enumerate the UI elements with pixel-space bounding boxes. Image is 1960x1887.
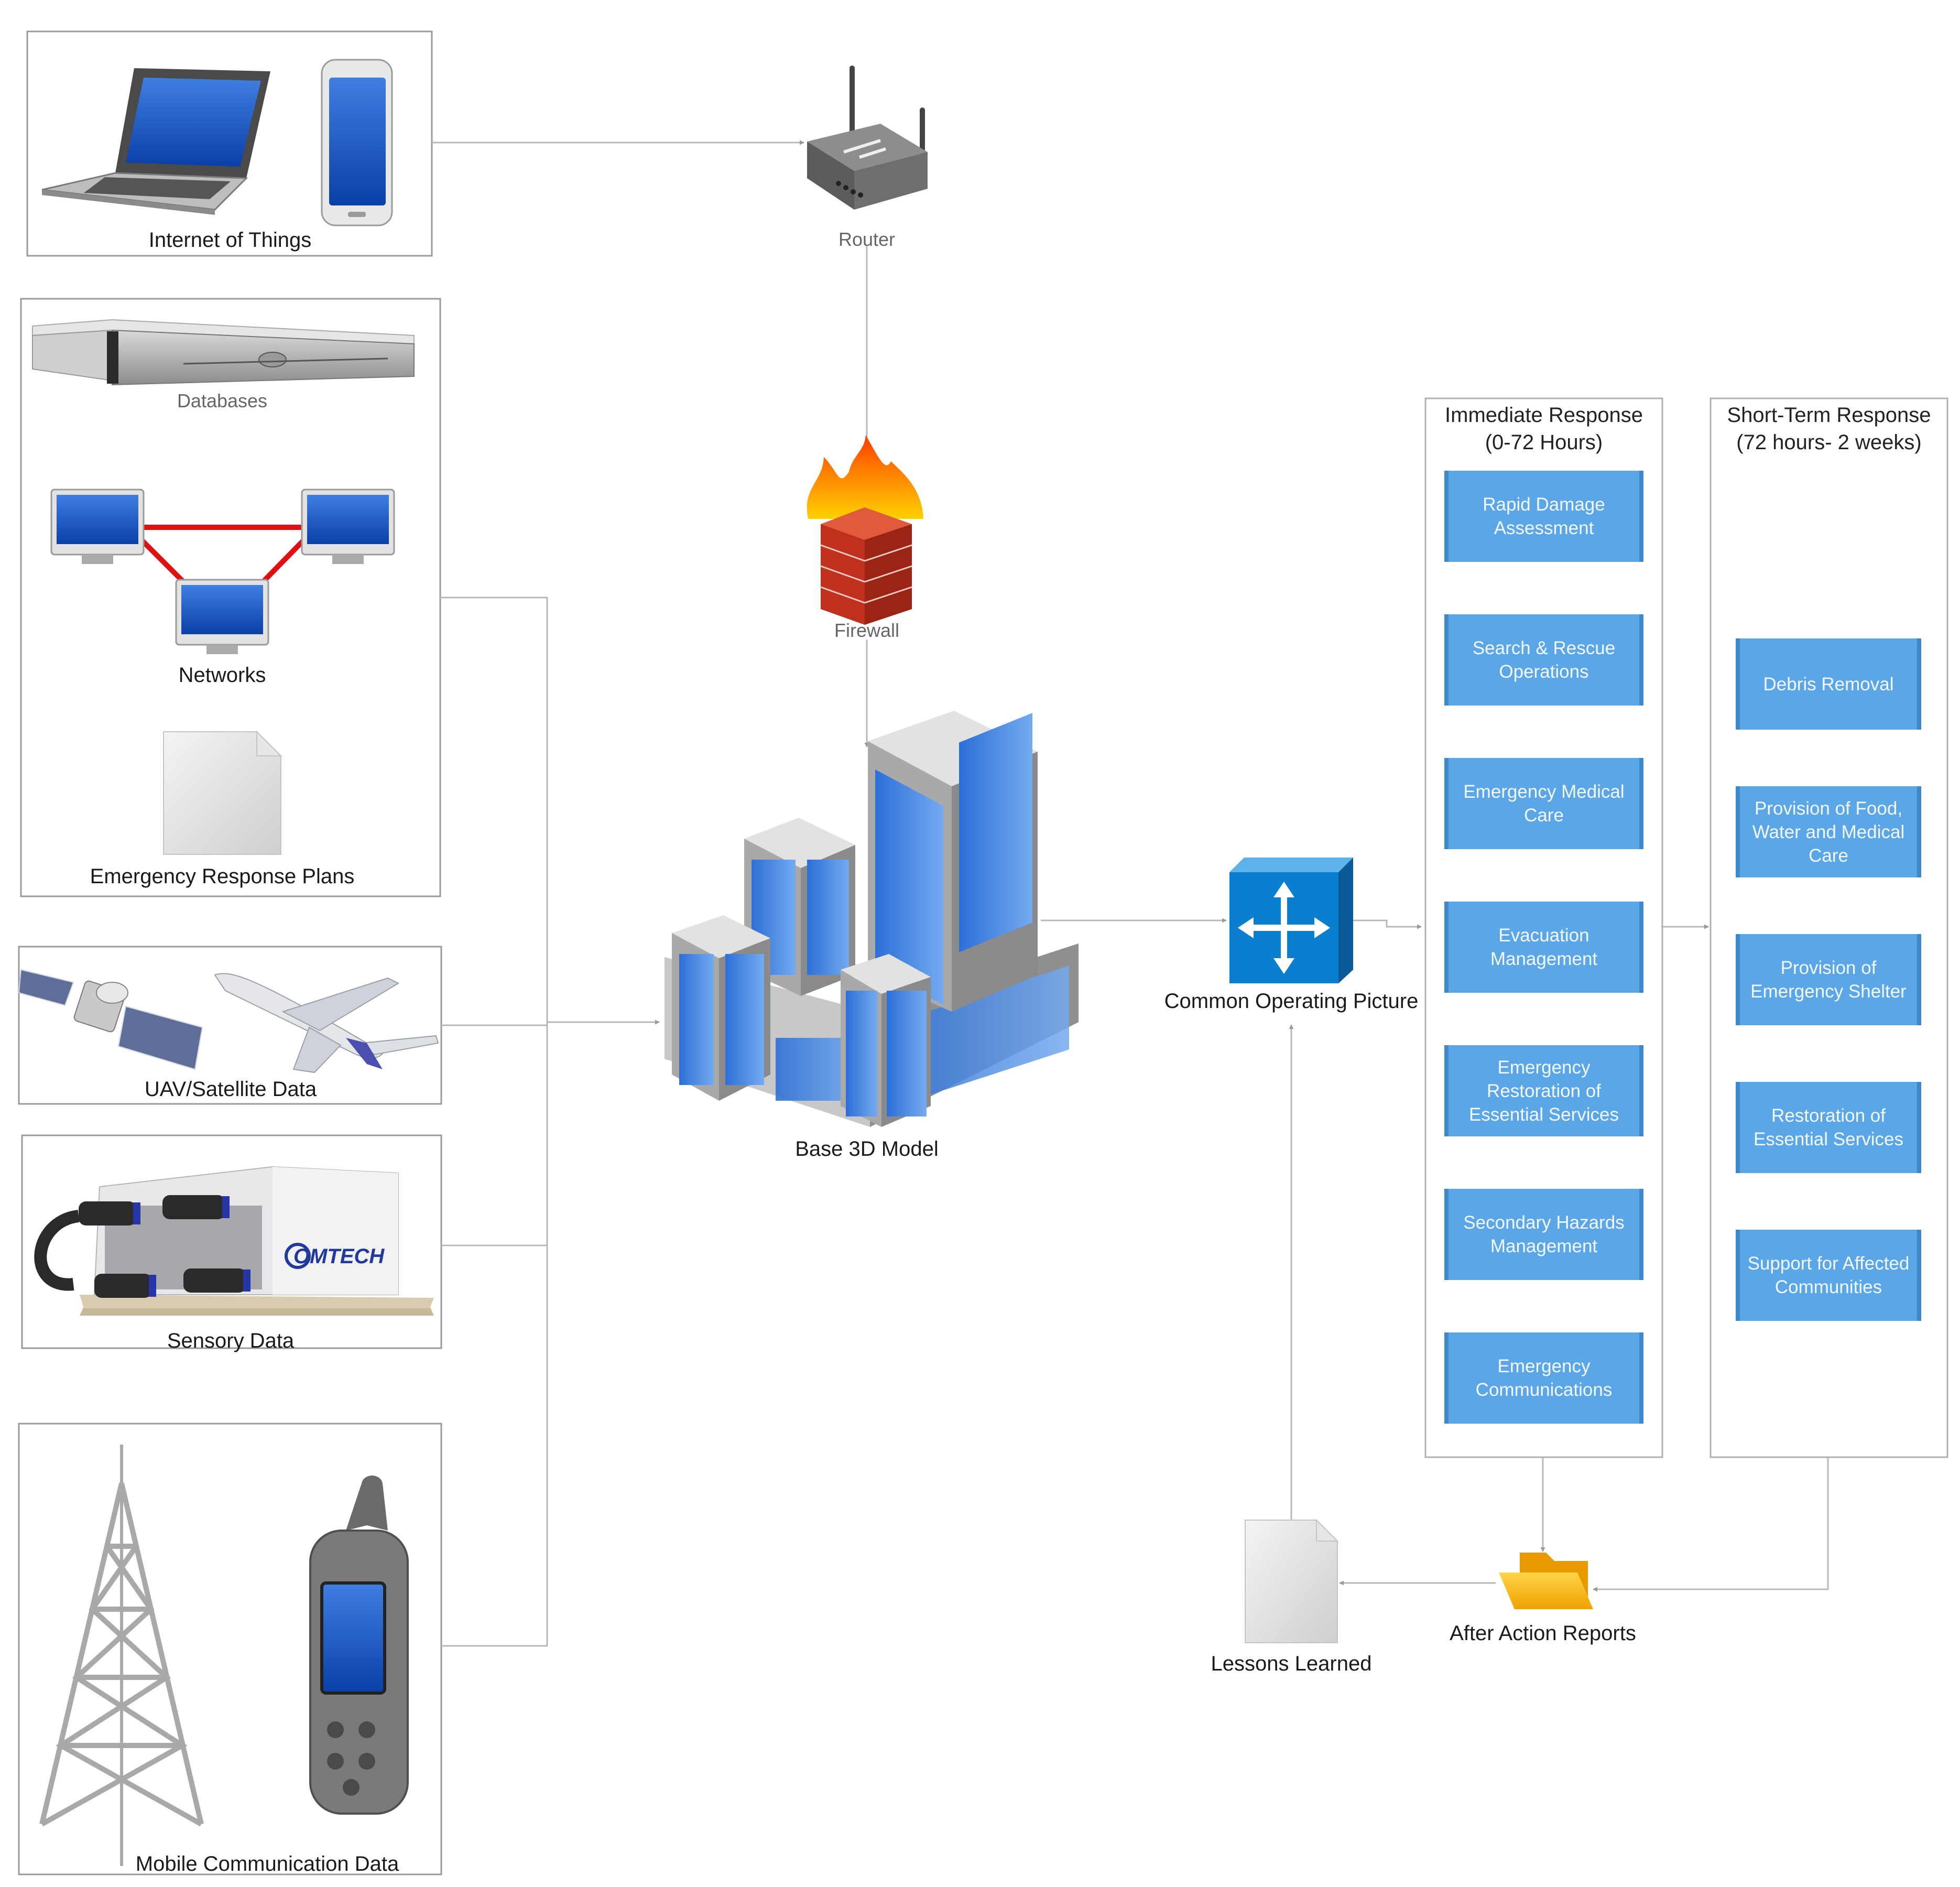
laptop-icon <box>41 68 270 215</box>
short-term-title: Short-Term Response (72 hours- 2 weeks) <box>1711 402 1947 456</box>
satellite-icon <box>18 969 203 1070</box>
task-label: Debris Removal <box>1763 674 1894 695</box>
immediate-task: Secondary Hazards Management <box>1444 1189 1643 1280</box>
immediate-task: Rapid Damage Assessment <box>1444 471 1643 562</box>
mobile-box <box>18 1423 442 1875</box>
short-term-response-panel <box>1709 397 1948 1458</box>
short-term-task: Provision of Emergency Shelter <box>1736 934 1921 1025</box>
task-label: Emergency Restoration of Essential Servi… <box>1469 1057 1619 1125</box>
immediate-task: Emergency Restoration of Essential Servi… <box>1444 1045 1643 1136</box>
uav-label: UAV/Satellite Data <box>144 1078 317 1101</box>
plans-label: Emergency Response Plans <box>90 865 355 888</box>
lessons-document-icon <box>1245 1519 1339 1643</box>
common-operating-picture-icon <box>1229 858 1353 983</box>
short-term-task: Restoration of Essential Services <box>1736 1082 1921 1173</box>
connectors <box>432 140 1829 1647</box>
immediate-task: Evacuation Management <box>1444 902 1643 993</box>
iot-box <box>26 30 433 257</box>
lessons-learned-label: Lessons Learned <box>1211 1652 1372 1675</box>
cop-label: Common Operating Picture <box>1164 990 1419 1013</box>
immediate-response-panel <box>1424 397 1663 1458</box>
database-server-icon <box>32 319 415 386</box>
task-label: Secondary Hazards Management <box>1463 1212 1625 1256</box>
iot-label: Internet of Things <box>148 229 312 252</box>
networks-label: Networks <box>178 664 266 687</box>
task-label: Rapid Damage Assessment <box>1483 494 1605 538</box>
immediate-task: Emergency Medical Care <box>1444 758 1643 849</box>
mobile-label: Mobile Communication Data <box>135 1852 399 1875</box>
task-label: Restoration of Essential Services <box>1754 1105 1903 1149</box>
task-label: Emergency Communications <box>1475 1356 1613 1400</box>
networks-icon <box>50 489 395 654</box>
firewall-icon <box>807 435 923 625</box>
firewall-label: Firewall <box>834 620 899 641</box>
short-term-task: Provision of Food, Water and Medical Car… <box>1736 786 1921 877</box>
task-label: Support for Affected Communities <box>1747 1253 1910 1297</box>
sensory-label: Sensory Data <box>167 1329 295 1352</box>
handheld-gps-icon <box>309 1476 409 1815</box>
short-term-task: Support for Affected Communities <box>1736 1230 1921 1321</box>
immediate-title-line2: (0-72 Hours) <box>1485 431 1603 454</box>
immediate-task: Emergency Communications <box>1444 1332 1643 1424</box>
base-model-label: Base 3D Model <box>795 1137 939 1161</box>
task-label: Evacuation Management <box>1490 925 1598 969</box>
document-icon <box>163 730 282 855</box>
task-label: Provision of Food, Water and Medical Car… <box>1752 798 1905 866</box>
task-label: Search & Rescue Operations <box>1472 638 1616 682</box>
immediate-task: Search & Rescue Operations <box>1444 614 1643 706</box>
sensor-device-icon: OMTECH <box>34 1166 434 1316</box>
databases-label: Databases <box>177 390 268 411</box>
short-term-title-line1: Short-Term Response <box>1727 404 1931 427</box>
short-term-task: Debris Removal <box>1736 638 1921 730</box>
router-icon <box>807 66 928 210</box>
base-3d-model-icon <box>665 711 1079 1127</box>
task-label: Emergency Medical Care <box>1463 782 1625 826</box>
sensory-box <box>21 1134 442 1349</box>
short-term-title-line2: (72 hours- 2 weeks) <box>1736 431 1922 454</box>
immediate-title-line1: Immediate Response <box>1445 404 1643 427</box>
after-action-reports-label: After Action Reports <box>1450 1622 1636 1645</box>
smartphone-icon <box>321 59 393 226</box>
folder-icon <box>1499 1553 1593 1609</box>
task-label: Provision of Emergency Shelter <box>1750 958 1907 1002</box>
immediate-title: Immediate Response (0-72 Hours) <box>1425 402 1662 456</box>
cell-tower-icon <box>39 1445 204 1866</box>
router-label: Router <box>838 229 896 250</box>
uav-aircraft-icon <box>214 973 439 1073</box>
